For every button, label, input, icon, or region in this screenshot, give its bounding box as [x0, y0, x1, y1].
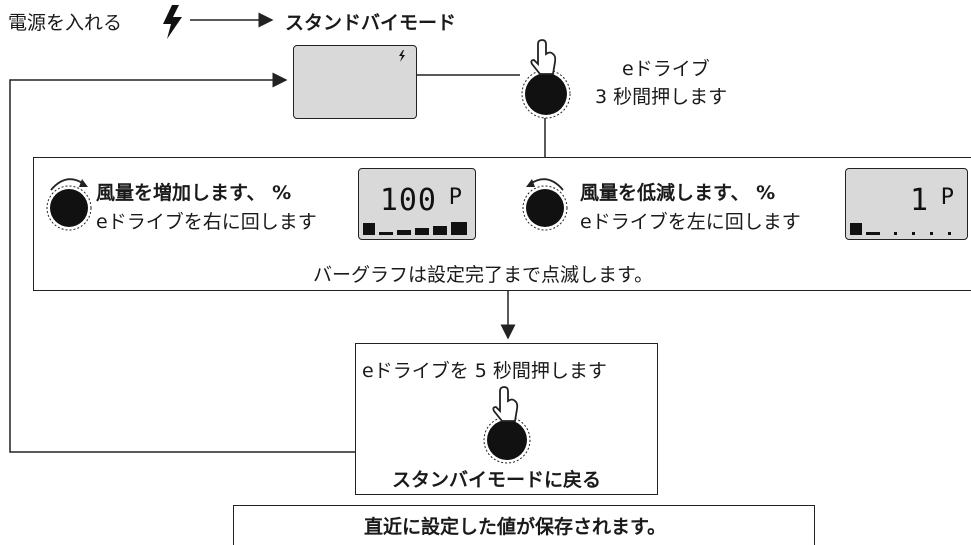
confirm-panel: [355, 343, 658, 495]
lightning-icon: [163, 5, 182, 39]
edrive-knob: [520, 68, 572, 124]
knob-rotate-left-icon: [522, 178, 568, 231]
bargraph-full: [363, 222, 467, 235]
hand-press-icon: [530, 39, 557, 75]
saved-note: 直近に設定した値が保存されます。: [364, 516, 667, 538]
lightning-icon: [399, 50, 405, 62]
increase-title: 風量を増加します、 %: [96, 182, 292, 204]
increase-subtitle: eドライブを右に回します: [96, 211, 317, 233]
edrive-label: eドライブ: [622, 58, 710, 80]
press-3s-label: 3 秒間押します: [595, 86, 728, 108]
decrease-lcd-display: 1 P: [845, 168, 968, 240]
decrease-value: 1: [909, 183, 929, 218]
decrease-subtitle: eドライブを左に回します: [580, 211, 801, 233]
hand-press-icon: [492, 386, 519, 422]
bargraph-note: バーグラフは設定完了まで点滅します。: [313, 264, 654, 286]
increase-unit: P: [448, 185, 463, 210]
settings-panel: [33, 157, 971, 291]
arrow-return-loop: [9, 72, 355, 453]
press-5s-label: eドライブを 5 秒間押します: [362, 360, 607, 382]
power-on-label: 電源を入れる: [8, 12, 123, 34]
increase-lcd-display: 100 P: [358, 168, 476, 240]
increase-value: 100: [379, 183, 437, 218]
fan-icon: [365, 224, 373, 232]
saved-note-panel: [233, 505, 815, 545]
decrease-title: 風量を低減します、 %: [580, 182, 776, 204]
standby-mode-label: スタンドバイモード: [285, 12, 457, 34]
edrive-knob-confirm: [482, 415, 532, 469]
return-standby-label: スタンバイモードに戻る: [392, 469, 602, 491]
knob-rotate-right-icon: [46, 178, 92, 231]
decrease-unit: P: [940, 185, 955, 210]
bargraph-min: [850, 223, 951, 235]
standby-lcd-display: [293, 45, 417, 119]
